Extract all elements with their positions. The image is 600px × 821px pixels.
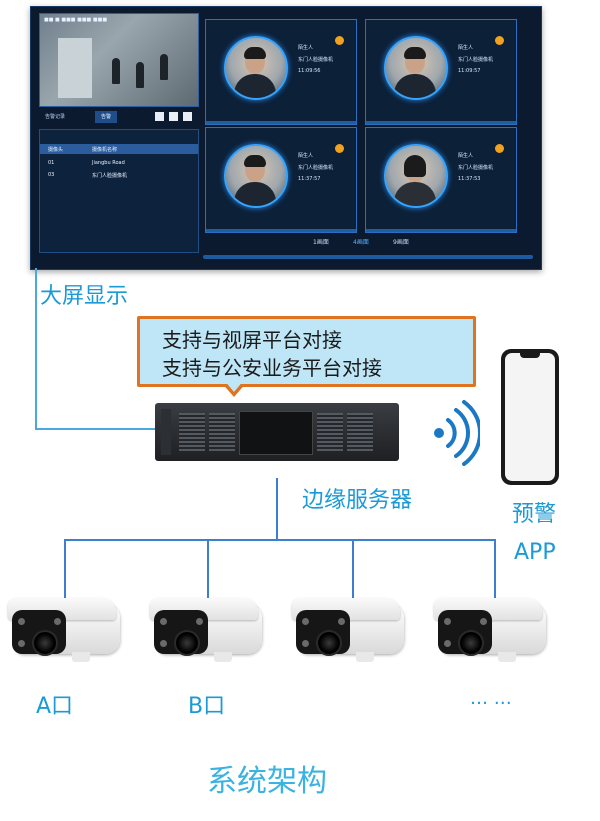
alert-badge-icon <box>495 36 504 45</box>
tab-4-view[interactable]: 4画面 <box>353 239 369 246</box>
list-header-id: 摄像头 <box>48 147 64 153</box>
bullet-camera-icon <box>8 598 120 664</box>
wifi-waves-icon <box>446 400 480 466</box>
list-row-id[interactable]: 03 <box>48 172 55 178</box>
tab-alarm[interactable]: 告警 <box>95 111 118 123</box>
camera-a-label: A口 <box>36 694 74 719</box>
diagram-title: 系统架构 <box>207 764 327 799</box>
card-camera-name: 东门人脸摄像机 <box>458 165 494 171</box>
card-person-name: 陌生人 <box>458 45 474 51</box>
face-alert-card[interactable]: 陌生人 东门人脸摄像机 11:09:57 <box>365 19 517 125</box>
camera-drop-line <box>494 539 496 601</box>
camera-drop-line <box>352 539 354 601</box>
screen-tab-row: 告警记录 告警 <box>39 111 197 125</box>
card-time: 11:09:57 <box>458 68 481 74</box>
face-snapshot <box>384 36 448 100</box>
smartphone-icon <box>501 349 559 485</box>
screen-connector-horizontal <box>35 428 157 430</box>
integration-callout: 支持与视屏平台对接 支持与公安业务平台对接 <box>137 316 476 387</box>
callout-line-video-platform: 支持与视屏平台对接 <box>162 328 342 352</box>
edge-server-label: 边缘服务器 <box>302 488 413 513</box>
wifi-signal-icon <box>434 428 444 438</box>
callout-pointer-fill <box>224 380 244 392</box>
card-camera-name: 东门人脸摄像机 <box>298 57 334 63</box>
face-alert-card[interactable]: 陌生人 东门人脸摄像机 11:37:53 <box>365 127 517 233</box>
video-overlay-text: ■■ ■ ■■■ ■■■ ■■■ <box>44 17 108 23</box>
camera-drop-line <box>207 539 209 601</box>
camera-bus-line <box>64 539 496 541</box>
callout-line-police-platform: 支持与公安业务平台对接 <box>162 356 382 380</box>
face-snapshot <box>224 144 288 208</box>
server-icon <box>155 403 399 461</box>
card-time: 11:37:57 <box>298 176 321 182</box>
video-doorway <box>58 38 92 98</box>
list-row-id[interactable]: 01 <box>48 160 55 166</box>
alert-app-label-line2: APP <box>514 540 556 565</box>
face-snapshot <box>224 36 288 100</box>
camera-more-label: … … <box>470 688 512 709</box>
list-header <box>40 144 198 154</box>
bullet-camera-icon <box>292 598 404 664</box>
big-screen-label: 大屏显示 <box>40 284 129 309</box>
layout-4-icon[interactable] <box>169 112 178 121</box>
card-camera-name: 东门人脸摄像机 <box>298 165 334 171</box>
bullet-camera-icon <box>150 598 262 664</box>
face-snapshot <box>384 144 448 208</box>
video-person <box>160 54 168 80</box>
video-person <box>112 58 120 84</box>
server-trunk-line <box>276 478 278 540</box>
tab-alarm-records[interactable]: 告警记录 <box>45 114 66 120</box>
face-alert-card[interactable]: 陌生人 东门人脸摄像机 11:09:56 <box>205 19 357 125</box>
live-video-view: ■■ ■ ■■■ ■■■ ■■■ <box>39 13 199 107</box>
card-camera-name: 东门人脸摄像机 <box>458 57 494 63</box>
alert-badge-icon <box>335 36 344 45</box>
card-time: 11:09:56 <box>298 68 321 74</box>
big-screen-display: ■■ ■ ■■■ ■■■ ■■■ 告警记录 告警 摄像头 摄像机名称 01 Ji… <box>30 6 542 270</box>
video-person <box>136 62 144 88</box>
camera-b-label: B口 <box>188 694 226 719</box>
layout-9-icon[interactable] <box>183 112 192 121</box>
layout-1-icon[interactable] <box>155 112 164 121</box>
screen-connector-vertical <box>35 268 37 430</box>
screen-bottom-bar <box>203 255 533 259</box>
camera-drop-line <box>64 539 66 601</box>
list-header-name: 摄像机名称 <box>92 147 118 153</box>
face-alert-card[interactable]: 陌生人 东门人脸摄像机 11:37:57 <box>205 127 357 233</box>
alert-badge-icon <box>495 144 504 153</box>
card-person-name: 陌生人 <box>298 153 314 159</box>
list-row-name[interactable]: 东门人脸摄像机 <box>92 173 128 179</box>
card-person-name: 陌生人 <box>298 45 314 51</box>
card-time: 11:37:53 <box>458 176 481 182</box>
alert-badge-icon <box>335 144 344 153</box>
tab-9-view[interactable]: 9画面 <box>393 239 409 246</box>
camera-list-panel: 摄像头 摄像机名称 01 Jiangbu Road 03 东门人脸摄像机 <box>39 129 199 253</box>
alert-app-label-line1: 预警 <box>512 502 557 527</box>
bullet-camera-icon <box>434 598 546 664</box>
list-row-name[interactable]: Jiangbu Road <box>92 160 125 166</box>
card-person-name: 陌生人 <box>458 153 474 159</box>
tab-1-view[interactable]: 1画面 <box>313 239 329 246</box>
